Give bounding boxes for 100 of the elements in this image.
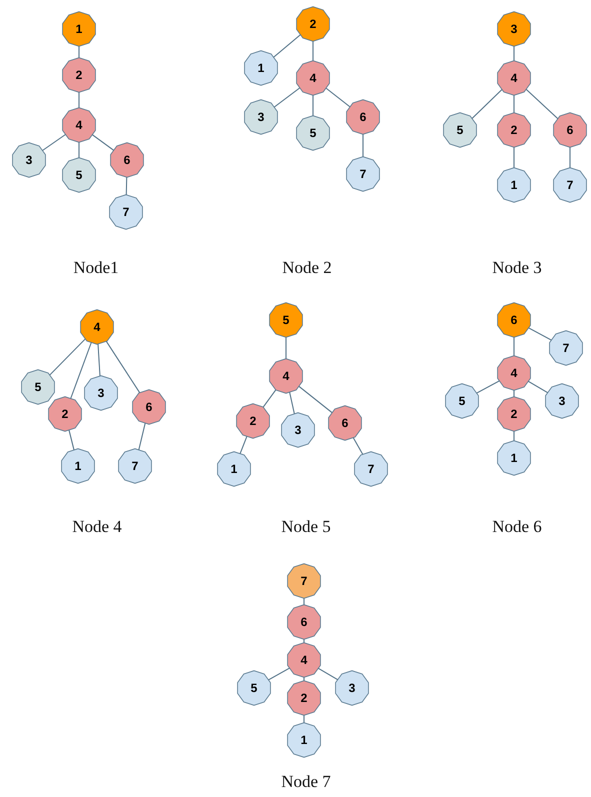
connector-line [78, 141, 80, 159]
node-number: 5 [456, 123, 464, 137]
node-number: 2 [76, 68, 82, 82]
decagon-node [496, 355, 532, 391]
connector-line [138, 422, 146, 450]
decagon-node [552, 112, 588, 148]
decagon-node [286, 642, 322, 678]
decagon-node [286, 722, 322, 758]
decagon-node [345, 156, 381, 192]
decagon-node [496, 112, 532, 148]
node-number: 2 [510, 407, 518, 421]
connector-line [92, 134, 114, 151]
connector-line [312, 94, 314, 117]
decagon-node [268, 302, 304, 338]
node-number: 7 [132, 459, 138, 473]
connector-line [49, 338, 86, 376]
node-number: 3 [98, 386, 104, 400]
connector-line [42, 134, 66, 151]
decagon-node [295, 60, 331, 96]
node-number: 1 [230, 462, 238, 476]
connector-line [476, 380, 500, 394]
decagon-node [61, 157, 97, 193]
node-number: 3 [510, 22, 518, 36]
node-number: 4 [300, 653, 308, 667]
panel-caption: Node 6 [492, 517, 542, 537]
node-number: 1 [258, 61, 264, 75]
node-number: 5 [458, 394, 466, 408]
decagon-node [334, 670, 370, 706]
decagon-node [327, 405, 363, 441]
connector-line [106, 340, 140, 394]
decagon-node [108, 194, 144, 230]
node-number: 1 [74, 459, 82, 473]
decagon-node [61, 107, 97, 143]
decagon-node [544, 383, 580, 419]
decagon-node [353, 451, 389, 487]
panel-caption: Node 2 [282, 258, 332, 278]
decagon-node [548, 330, 584, 366]
connector-line [240, 436, 248, 454]
node-number: 3 [294, 423, 302, 437]
decagon-node [286, 563, 322, 599]
node-number: 6 [510, 313, 518, 327]
connector-line [289, 392, 295, 414]
decagon-node [60, 448, 96, 484]
node-number: 7 [300, 574, 308, 588]
decagon-node [243, 50, 279, 86]
decagon-node [109, 142, 145, 178]
connector-line [268, 668, 290, 680]
connector-line [362, 133, 364, 158]
node-number: 3 [258, 110, 264, 124]
node-number: 2 [300, 691, 308, 705]
connector-line [526, 88, 558, 120]
decagon-node [131, 389, 167, 425]
node-number: 4 [94, 320, 100, 334]
connector-line [126, 176, 128, 196]
node-number: 3 [26, 153, 32, 167]
node-number: 1 [510, 178, 518, 192]
connector-line [312, 40, 314, 62]
node-number: 6 [146, 400, 152, 414]
decagon-node [268, 358, 304, 394]
connector-line [262, 388, 277, 408]
panel-caption: Node 4 [72, 517, 122, 537]
connector-line [68, 430, 74, 450]
decagon-node [61, 11, 97, 47]
node-number: 7 [360, 167, 366, 181]
connector-line [70, 342, 92, 399]
panel-caption: Node 3 [492, 258, 542, 278]
connector-line [273, 34, 301, 58]
node-number: 6 [566, 123, 574, 137]
node-number: 1 [300, 733, 308, 747]
decagon-node [442, 112, 478, 148]
node-number: 4 [510, 71, 518, 85]
node-number: 5 [310, 126, 316, 140]
node-number: 6 [124, 153, 130, 167]
node-number: 5 [76, 168, 82, 182]
decagon-node [496, 167, 532, 203]
node-number: 2 [310, 17, 316, 31]
connector-line [78, 45, 80, 59]
node-number: 5 [34, 380, 42, 394]
connector-line [352, 436, 364, 456]
decagon-node [61, 57, 97, 93]
node-number: 7 [562, 341, 570, 355]
decagon-node [496, 440, 532, 476]
node-number: 2 [62, 407, 68, 421]
decagon-node [552, 167, 588, 203]
node-number: 2 [510, 123, 518, 137]
node-number: 6 [300, 615, 308, 629]
node-number: 7 [122, 205, 130, 219]
connector-line [471, 88, 503, 120]
decagon-node [83, 375, 119, 411]
connector-line [274, 87, 300, 108]
decagon-node [295, 115, 331, 151]
connector-line [528, 327, 552, 341]
connector-line [326, 88, 350, 108]
node-number: 5 [282, 313, 290, 327]
decagon-node [216, 451, 252, 487]
node-number: 1 [510, 451, 518, 465]
decagon-node [47, 396, 83, 432]
node-number: 7 [566, 178, 574, 192]
decagon-node [496, 11, 532, 47]
connector-line [318, 668, 338, 680]
